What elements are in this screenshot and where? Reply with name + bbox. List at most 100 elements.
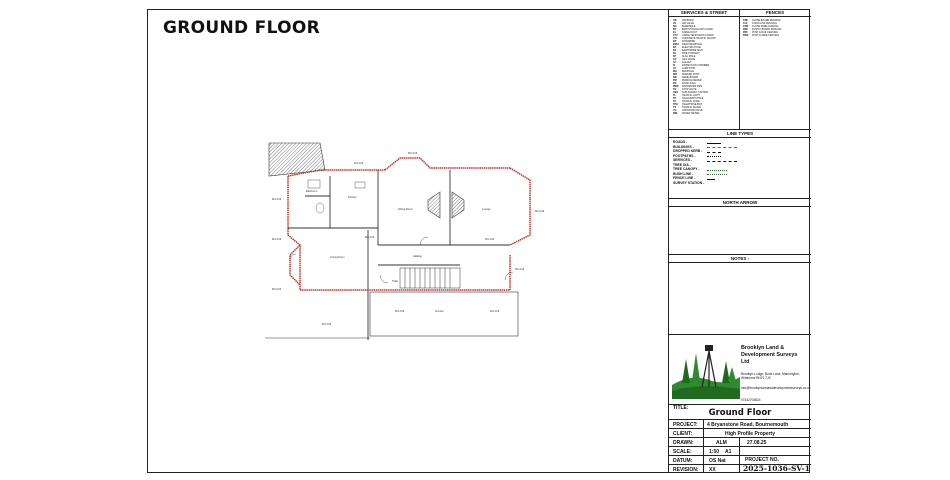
paper-size: A1 [725, 448, 732, 455]
room-label-toilet: Toilet [392, 279, 398, 283]
line-types-header: LINE TYPES [726, 130, 754, 136]
dim-tag: FFL 0.00 [408, 153, 418, 155]
dim-tag: FFL 0.00 [490, 311, 500, 313]
title-label: TITLE: [673, 405, 689, 411]
project-row: PROJECT: 4 Bryanstone Road, Bournemouth [669, 419, 811, 429]
dim-tag: FFL 0.00 [322, 324, 332, 326]
dim-tag: FFL 0.00 [272, 289, 282, 291]
line-sample [707, 156, 721, 157]
staircase [399, 267, 461, 289]
dim-tag: FFL 0.00 [272, 199, 282, 201]
company-logo [672, 345, 740, 399]
dim-tag: FFL 0.00 [272, 239, 282, 241]
outbuilding [268, 142, 326, 177]
line-type-survey-station: SURVEY STATION - [673, 180, 705, 185]
room-label-kitchen: Kitchen [348, 195, 357, 199]
line-type-buildings: BUILDINGS - [673, 144, 694, 149]
room-label-lounge: Lounge [482, 207, 491, 211]
door-swings [289, 236, 514, 284]
dim-tag: FFL 0.00 [395, 311, 405, 313]
drawn-row: DRAWN: ALM 27.08.25 [669, 437, 811, 447]
drawn-date: 27.08.25 [747, 439, 767, 446]
company-email: info@brooklynlandanddevelopmentsurveys.c… [741, 386, 811, 390]
drawing-sheet-border [147, 9, 810, 473]
company-phone: 07442704824 [741, 398, 761, 402]
line-sample [707, 160, 737, 162]
dim-tag: FFL 0.00 [535, 211, 545, 213]
company-name: Brooklyn Land & Development Surveys Ltd [741, 345, 798, 365]
line-sample [707, 147, 737, 148]
floor-plan: Kitchen Bathroom Sitting Room Lounge Liv… [265, 142, 545, 340]
north-arrow-header: NORTH ARROW [722, 199, 758, 205]
project-number: 2025-1036-SV-1 [743, 463, 810, 473]
services-header: SERVICES & STREET [680, 10, 728, 15]
drawing-title: Ground Floor [708, 408, 772, 418]
project-value: 4 Bryanstone Road, Bournemouth [707, 421, 789, 428]
company-address: Brooklyn Lodge, Burts Lane, Mannington, … [741, 372, 800, 380]
line-sample [707, 151, 721, 153]
drawn-value: ALM [716, 439, 727, 446]
client-row: CLIENT: High Profile Property [669, 428, 811, 438]
room-label-bathroom: Bathroom [306, 189, 317, 193]
line-type-services: SERVICES - [673, 158, 693, 162]
line-type-bush-line: BUSH LINE - [673, 171, 694, 176]
line-type-roads: ROADS - [673, 140, 688, 144]
line-sample [707, 142, 721, 144]
chimney-breast [427, 191, 465, 219]
line-sample [707, 178, 715, 180]
terrace [369, 291, 519, 337]
sheet-title: GROUND FLOOR [163, 18, 320, 38]
scale-row: SCALE: 1:50 A1 [669, 446, 811, 456]
dim-tag: FFL 0.00 [485, 239, 495, 241]
dim-tag: FFL 0.00 [354, 163, 364, 165]
line-type-dropped-kerb: DROPPED KERB - [673, 149, 703, 153]
client-value: High Profile Property [725, 430, 776, 437]
fences-header: FENCES [765, 10, 785, 15]
scale-value: 1:50 [709, 448, 720, 455]
dim-tag: FFL 0.00 [515, 269, 525, 271]
dim-tag: FFL 0.00 [365, 237, 375, 239]
bathroom-fixtures [307, 179, 366, 214]
datum-row: DATUM: OS Nat [669, 455, 811, 465]
line-type-fence-line: FENCE LINE - [673, 176, 696, 180]
datum-value: OS Nat [709, 457, 726, 464]
revision-value: XX [709, 466, 716, 473]
revision-row: REVISION: XX [669, 464, 811, 474]
line-type-tree-dia: TREE DIA - [673, 162, 691, 167]
